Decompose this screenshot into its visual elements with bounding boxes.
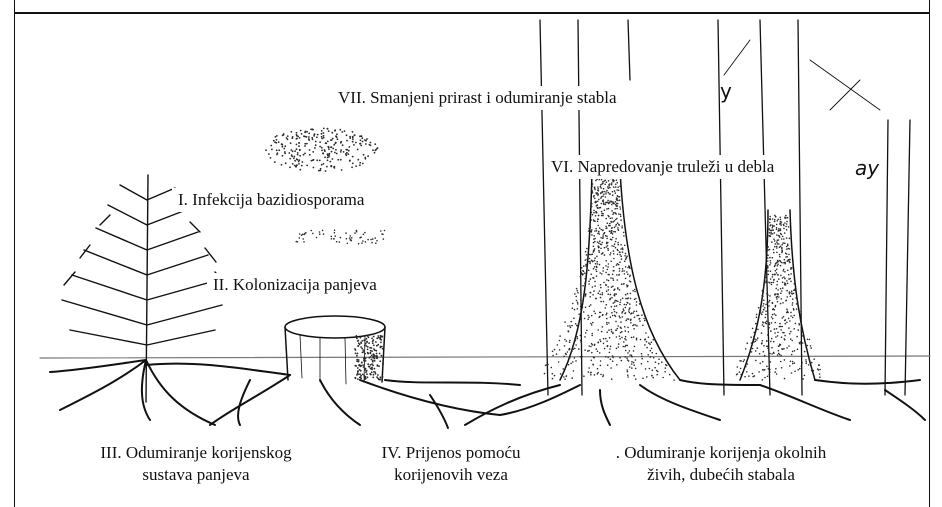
label-stage-iii-line1: III. Odumiranje korijenskog	[61, 442, 331, 464]
root-network	[50, 360, 925, 428]
label-stage-v-line1: . Odumiranje korijenja okolnih	[581, 442, 861, 464]
label-stage-ii: II. Kolonizacija panjeva	[207, 273, 383, 297]
decay-column-1	[544, 169, 675, 381]
sketch-y-glyph: y	[720, 79, 732, 103]
label-stage-iv-line1: IV. Prijenos pomoću	[356, 442, 546, 464]
label-stage-v-line2: živih, dubećih stabala	[581, 464, 861, 486]
spore-drift	[296, 230, 386, 245]
ground-line	[40, 356, 930, 358]
label-stage-vii: VII. Smanjeni prirast i odumiranje stabl…	[332, 86, 623, 110]
sketch-ay-glyph: ay	[855, 156, 880, 180]
background-trunks	[540, 20, 910, 395]
decayed-tree	[560, 170, 680, 380]
label-stage-vi: VI. Napredovanje truleži u debla	[545, 155, 780, 179]
label-stage-i: I. Infekcija bazidiosporama	[172, 188, 370, 212]
label-stage-iii-line2: sustava panjeva	[61, 464, 331, 486]
label-stage-iv-line2: korijenovih veza	[356, 464, 546, 486]
basidiospore-cloud	[265, 127, 378, 171]
label-stage-v: . Odumiranje korijenja okolnih živih, du…	[575, 441, 867, 487]
label-stage-iv: IV. Prijenos pomoću korijenovih veza	[350, 441, 552, 487]
label-stage-iii: III. Odumiranje korijenskog sustava panj…	[55, 441, 337, 487]
